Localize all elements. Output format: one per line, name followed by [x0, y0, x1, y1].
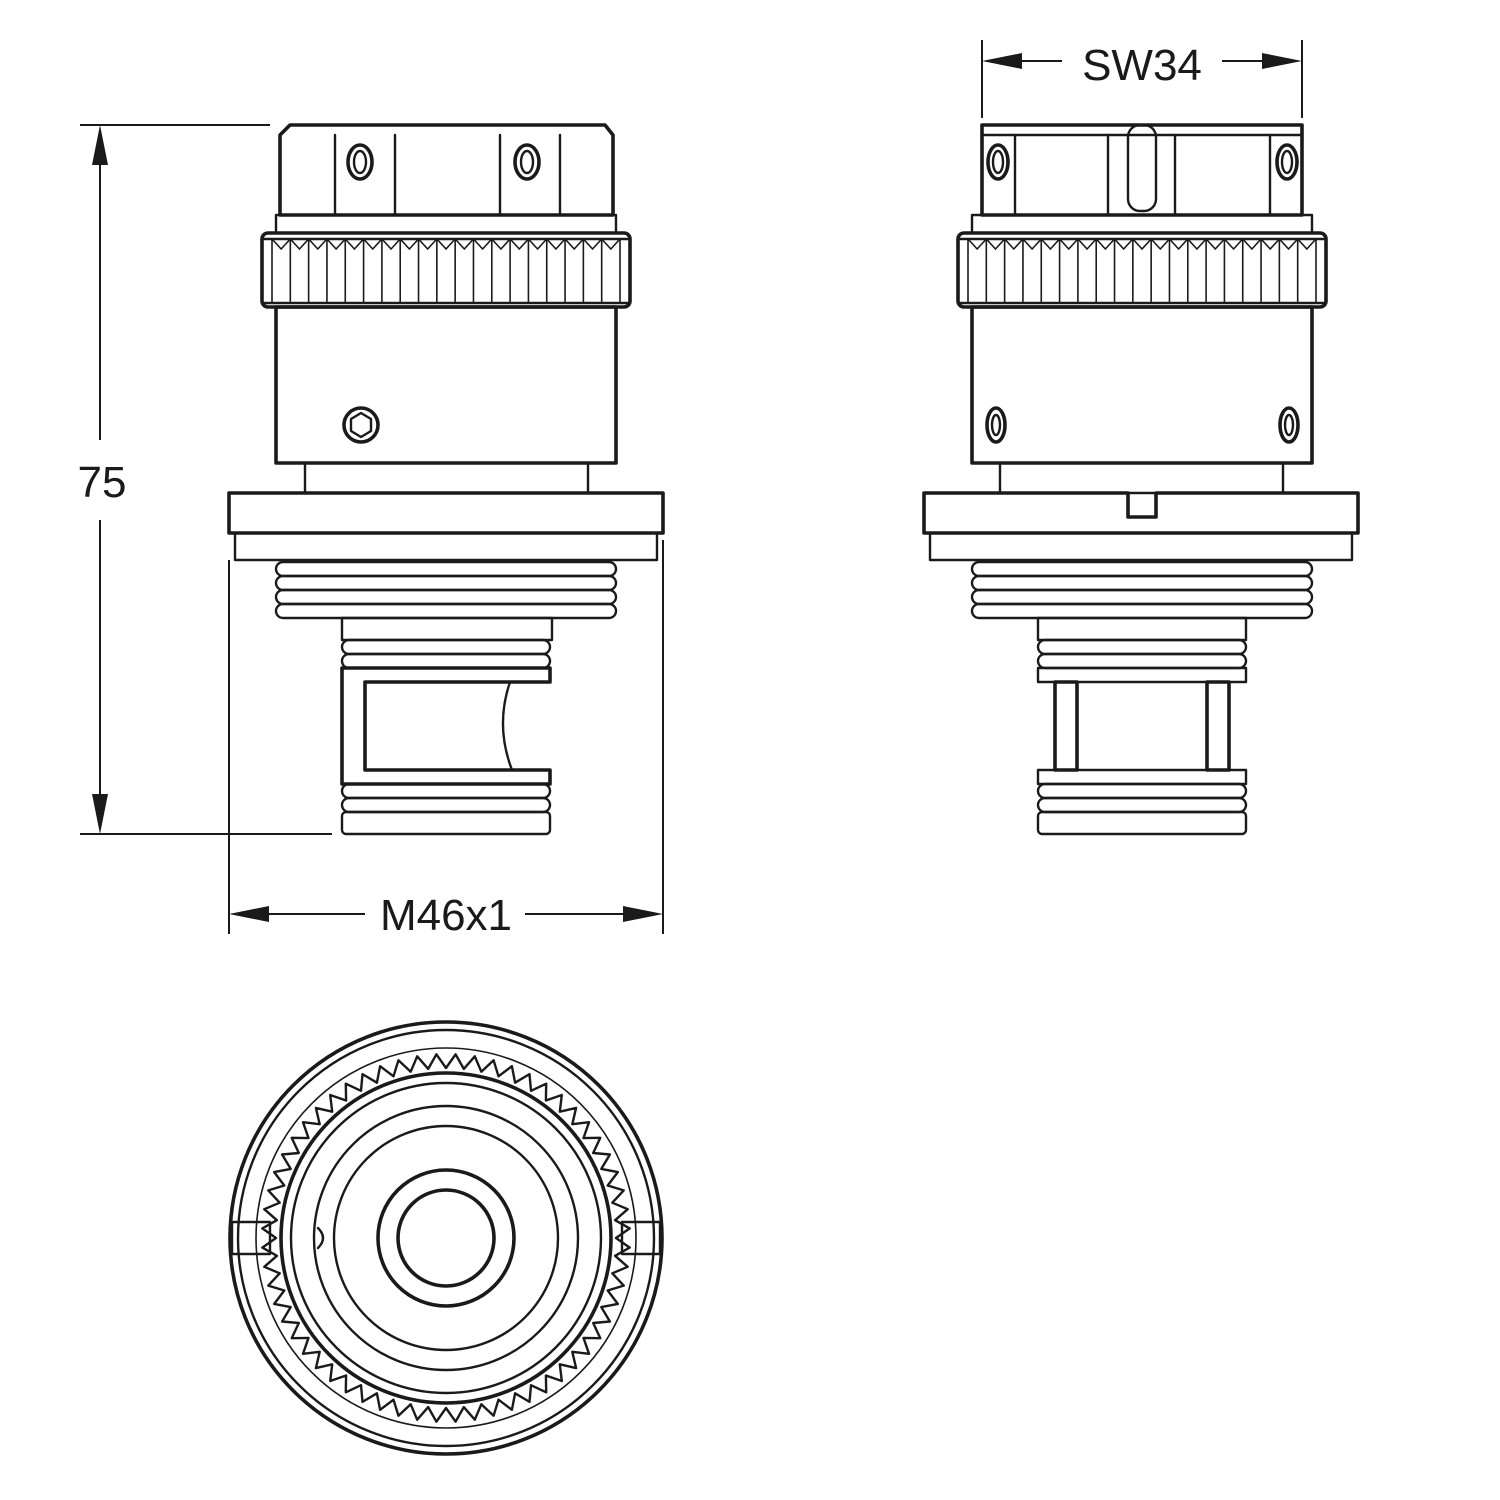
wrench-label: SW34	[1082, 41, 1202, 90]
dimension-thread: M46x1	[228, 540, 664, 940]
height-label: 75	[78, 458, 127, 507]
side-view	[922, 123, 1360, 836]
front-view	[227, 123, 665, 836]
bottom-view	[228, 1020, 664, 1456]
dimension-wrench: SW34	[981, 40, 1303, 118]
thread-label: M46x1	[380, 891, 512, 940]
dimension-height: 75	[78, 124, 332, 835]
